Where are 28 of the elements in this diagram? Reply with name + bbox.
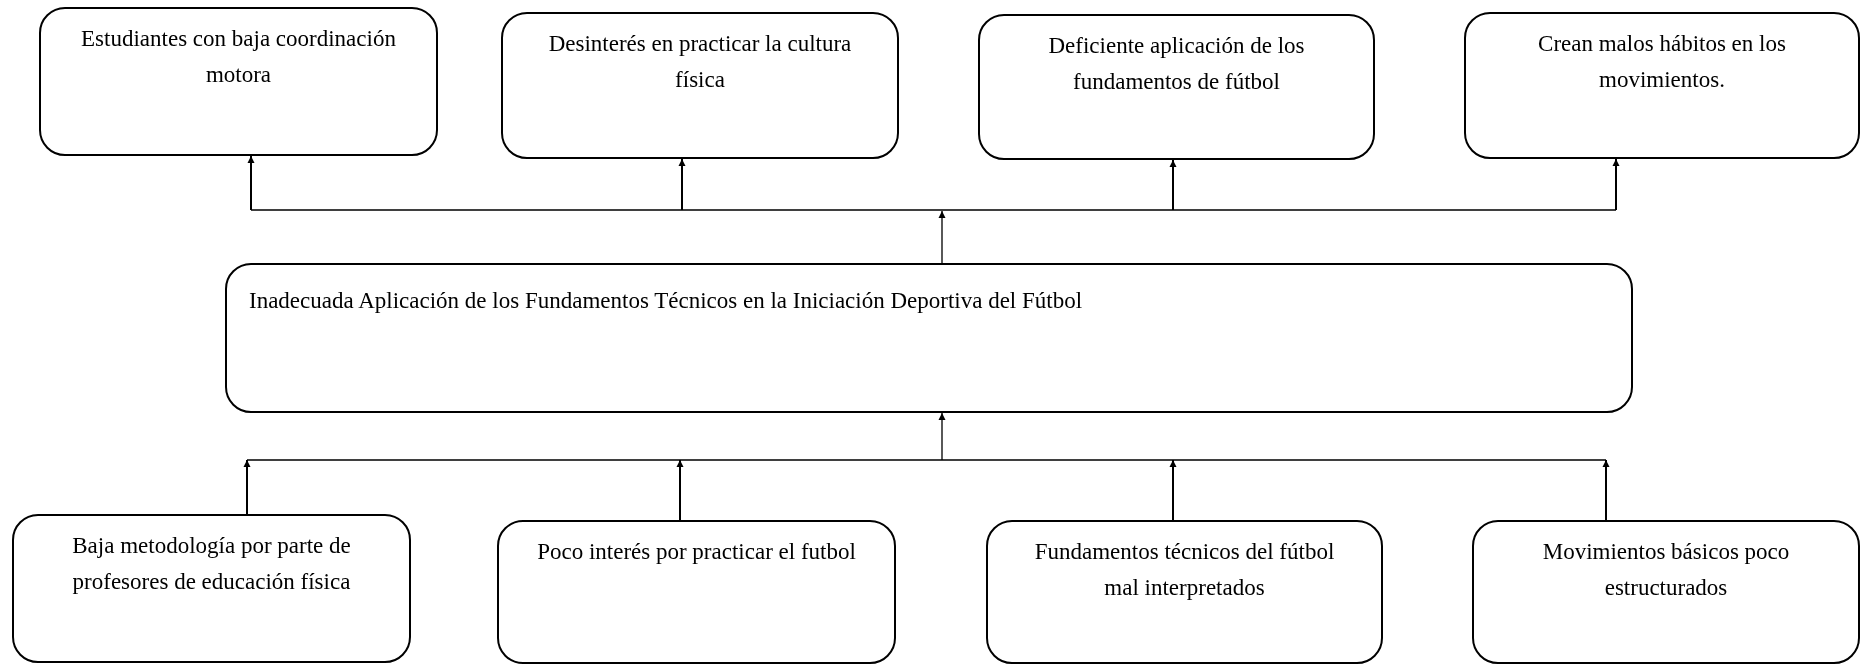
rounded-box xyxy=(986,520,1383,664)
arrow xyxy=(1602,459,1610,521)
box-text: Fundamentos técnicos del fútbol mal interpretados xyxy=(1033,538,1336,602)
box-text: Movimientos básicos poco estructurados xyxy=(1541,538,1791,602)
rounded-box xyxy=(1464,12,1860,159)
arrow xyxy=(1612,158,1620,211)
box-text: Desinterés en practicar la cultura física xyxy=(547,30,853,94)
box-text: Poco interés por practicar el futbol xyxy=(536,538,857,566)
rounded-box xyxy=(1472,520,1860,664)
arrow xyxy=(243,459,251,515)
rounded-box xyxy=(39,7,438,156)
rounded-box xyxy=(501,12,899,159)
arrow xyxy=(1169,159,1177,211)
box-text: Crean malos hábitos en los movimientos. xyxy=(1537,30,1787,94)
rounded-box xyxy=(497,520,896,664)
box-text: Inadecuada Aplicación de los Fundamentos Técnicos en la Iniciación Deportiva del Fútbol xyxy=(249,287,1084,315)
box-text: Deficiente aplicación de los fundamentos de fútbol xyxy=(1047,32,1306,96)
arrow xyxy=(1169,459,1177,521)
arrow xyxy=(247,155,255,211)
arrow xyxy=(246,412,1607,461)
arrow xyxy=(678,158,686,211)
box-text: Baja metodología por parte de profesores de educación física xyxy=(71,532,352,596)
rounded-box xyxy=(978,14,1375,160)
rounded-box xyxy=(225,263,1633,413)
box-text: Estudiantes con baja coordinación motora xyxy=(80,25,397,89)
arrow xyxy=(250,209,1617,264)
arrow xyxy=(676,459,684,521)
rounded-box xyxy=(12,514,411,663)
